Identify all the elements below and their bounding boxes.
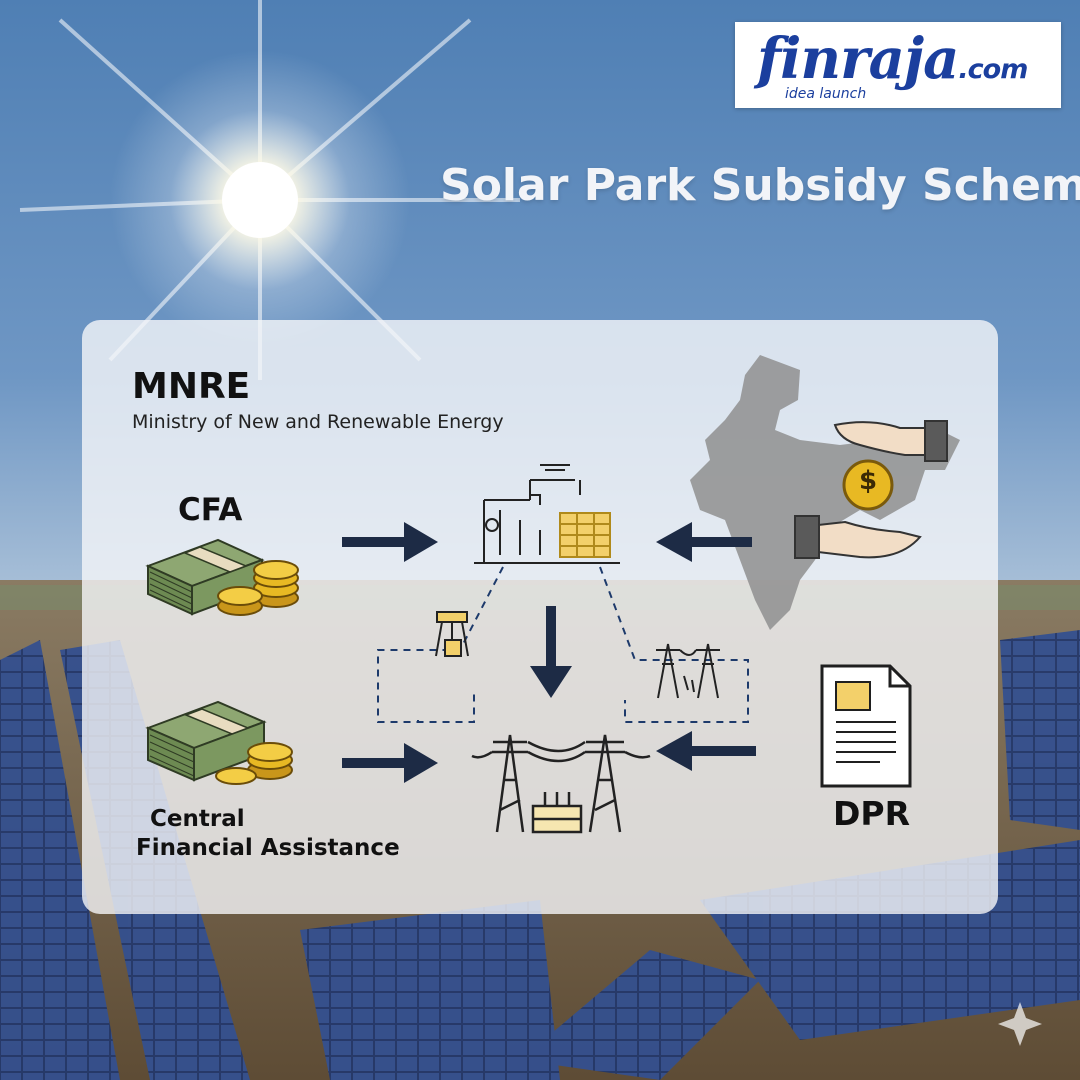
dollar-coin-icon — [842, 459, 894, 511]
arrow-states-to-facility — [656, 522, 752, 562]
logo-brand: finraja — [757, 26, 959, 92]
cash-stack-icon-bottom — [145, 700, 267, 782]
giving-hands-icon — [794, 420, 948, 559]
cfa-full-line2: Financial Assistance — [136, 835, 400, 861]
mnre-full-name: Ministry of New and Renewable Energy — [132, 411, 504, 433]
arrow-cfa-to-facility — [342, 522, 438, 562]
cash-stack-icon — [145, 538, 265, 616]
dpr-label: DPR — [833, 794, 910, 833]
arrow-fin-to-grid — [342, 743, 438, 783]
page-title: Solar Park Subsidy Scheme — [440, 160, 1080, 211]
logo-tld: .com — [958, 54, 1028, 85]
dashed-connectors — [377, 566, 749, 723]
coin-dollar-sign: $ — [858, 466, 878, 496]
transmission-tower-icon — [471, 734, 651, 834]
small-tower-icon-left — [435, 611, 469, 657]
logo-text: finraja.com — [757, 26, 1028, 92]
arrow-facility-to-grid — [530, 606, 572, 698]
solar-facility-icon — [474, 464, 620, 564]
india-map-icon — [690, 355, 960, 630]
document-icon — [820, 664, 912, 788]
logo-tagline: idea launch — [785, 86, 867, 102]
coin-stack-icon — [217, 560, 299, 616]
cfa-full-line1: Central — [150, 806, 245, 832]
arrow-dpr-to-grid — [656, 731, 756, 771]
cfa-label: CFA — [178, 492, 243, 528]
coin-stack-icon-bottom — [215, 742, 293, 785]
brand-logo[interactable]: finraja.com idea launch — [735, 22, 1061, 108]
small-tower-icon-right — [656, 643, 720, 699]
mnre-acronym: MNRE — [132, 366, 251, 407]
